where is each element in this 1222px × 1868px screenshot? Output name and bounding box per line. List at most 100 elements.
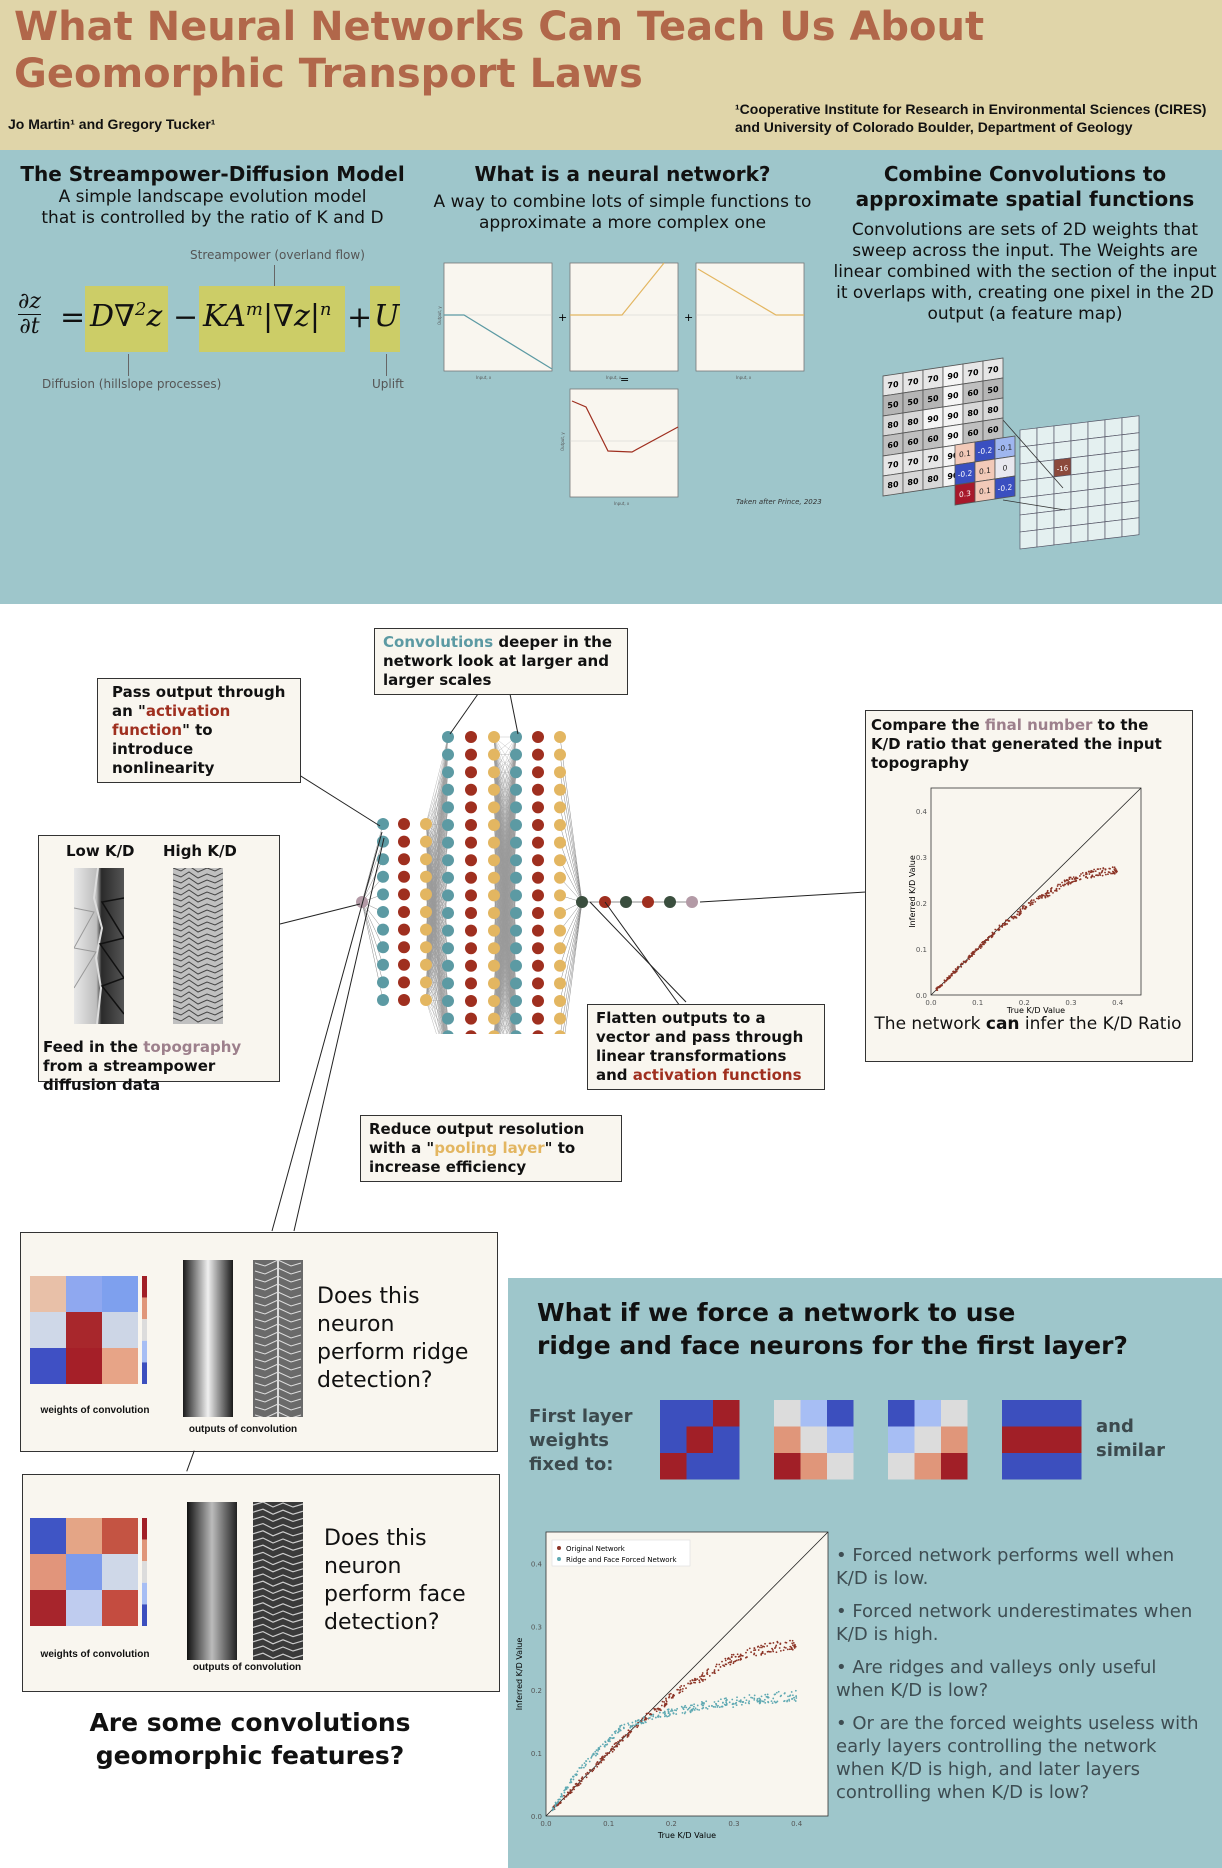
fixed-kernel-cell [774, 1453, 801, 1480]
scatter-point [618, 1743, 620, 1746]
scatter-point [757, 1649, 760, 1651]
bullet-2-text: Forced network underestimates when K/D i… [836, 1601, 1193, 1645]
scatter-point [564, 1788, 567, 1791]
conv-heading-1: Combine Convolutions to [883, 162, 1167, 186]
output-cell [1070, 421, 1089, 442]
scatter-point [693, 1709, 696, 1711]
scatter-point [789, 1645, 792, 1648]
network-node [465, 854, 477, 867]
scatter-point [981, 941, 983, 944]
network-node [442, 854, 454, 867]
scatter-point [724, 1657, 727, 1660]
scatter-point [766, 1695, 769, 1698]
scatter-point [708, 1705, 711, 1708]
network-node [377, 923, 389, 936]
scatter-point [698, 1709, 701, 1711]
network-node [465, 783, 477, 796]
scatter-point [723, 1665, 726, 1667]
authors: Jo Martin¹ and Gregory Tucker¹ [8, 116, 216, 132]
fixed-kernel-cell [1055, 1426, 1082, 1453]
network-node [532, 1012, 544, 1025]
scatter-point [651, 1718, 654, 1721]
network-node [465, 836, 477, 849]
output-cell [1036, 476, 1055, 497]
scatter-point [663, 1705, 666, 1708]
output-cell [1053, 474, 1072, 495]
scatter-point [739, 1653, 742, 1656]
scatter-point [791, 1639, 794, 1642]
scatter-point [698, 1681, 701, 1684]
scatter-point [979, 945, 982, 948]
x-tick-label: 0.3 [1065, 999, 1076, 1007]
scatter-point [753, 1647, 756, 1650]
scatter-point [973, 951, 976, 954]
sum-ylabel: Output, y [560, 432, 565, 451]
scatter-point [692, 1705, 695, 1708]
output-cell [1087, 419, 1106, 440]
scatter-point [783, 1646, 786, 1649]
ridge-output-2 [253, 1260, 303, 1417]
scatter-point [563, 1791, 566, 1794]
scatter-point [756, 1698, 759, 1700]
network-node [420, 888, 432, 901]
scatter-point [960, 965, 963, 968]
scatter-point [760, 1654, 763, 1656]
scatter-point [658, 1708, 660, 1711]
scatter-point [647, 1712, 650, 1715]
network-node [398, 958, 410, 971]
output-cell [1087, 487, 1106, 508]
scatter-point [722, 1701, 724, 1704]
output-cell [1019, 461, 1038, 482]
equals: = [620, 373, 629, 386]
network-node [465, 995, 477, 1007]
scatter-point [1107, 873, 1109, 876]
input-cell-value: 70 [887, 380, 899, 391]
scatter-point [1021, 905, 1024, 908]
scatter-point [1114, 867, 1117, 870]
ridge-weight-cell [66, 1348, 102, 1384]
scatter-point [782, 1649, 785, 1652]
network-node [442, 731, 454, 743]
network-node [554, 924, 566, 937]
force-heading-1: What if we force a network to use [537, 1298, 1016, 1327]
scatter-point [701, 1672, 704, 1674]
scatter-point [946, 978, 948, 981]
scatter-point [734, 1655, 737, 1658]
scatter-point [605, 1752, 607, 1755]
streampower-term: KAm|∇z|n [203, 299, 332, 334]
scatter-point [723, 1697, 726, 1700]
dense-node [620, 896, 632, 908]
scatter-point [767, 1700, 769, 1703]
scatter-point [686, 1708, 689, 1711]
scatter-point [737, 1655, 740, 1658]
scatter-point [702, 1680, 704, 1682]
kernel-cell-value: -0.2 [998, 482, 1013, 493]
scatter-point [710, 1704, 713, 1707]
input-cell-value: 60 [987, 425, 999, 436]
scatter-point [989, 935, 992, 937]
scatter-point [554, 1805, 557, 1808]
scatter-point [793, 1647, 796, 1649]
scatter-point [607, 1738, 610, 1741]
geomorphic-question-2: geomorphic features? [95, 1741, 405, 1770]
scatter-point [635, 1723, 638, 1726]
scatter-point [609, 1736, 612, 1739]
scatter-point [1016, 910, 1019, 913]
scatter-point [603, 1745, 606, 1747]
low-kd-topography [74, 868, 124, 1024]
scatter-point [1101, 874, 1104, 877]
scatter-point [570, 1781, 573, 1784]
scatter-point [706, 1671, 709, 1674]
kernel-cell-value: 0.1 [979, 486, 991, 497]
scatter-point [699, 1676, 701, 1678]
scatter-point [993, 932, 996, 935]
scatter-point [748, 1647, 751, 1650]
scatter-point [719, 1698, 722, 1701]
scatter-point [962, 960, 965, 963]
scatter-point [772, 1642, 775, 1644]
conv-heading-2: approximate spatial functions [855, 187, 1195, 211]
scatter-point [672, 1693, 675, 1696]
network-node [554, 907, 566, 919]
network-node [532, 819, 544, 831]
scatter-point [640, 1722, 643, 1725]
